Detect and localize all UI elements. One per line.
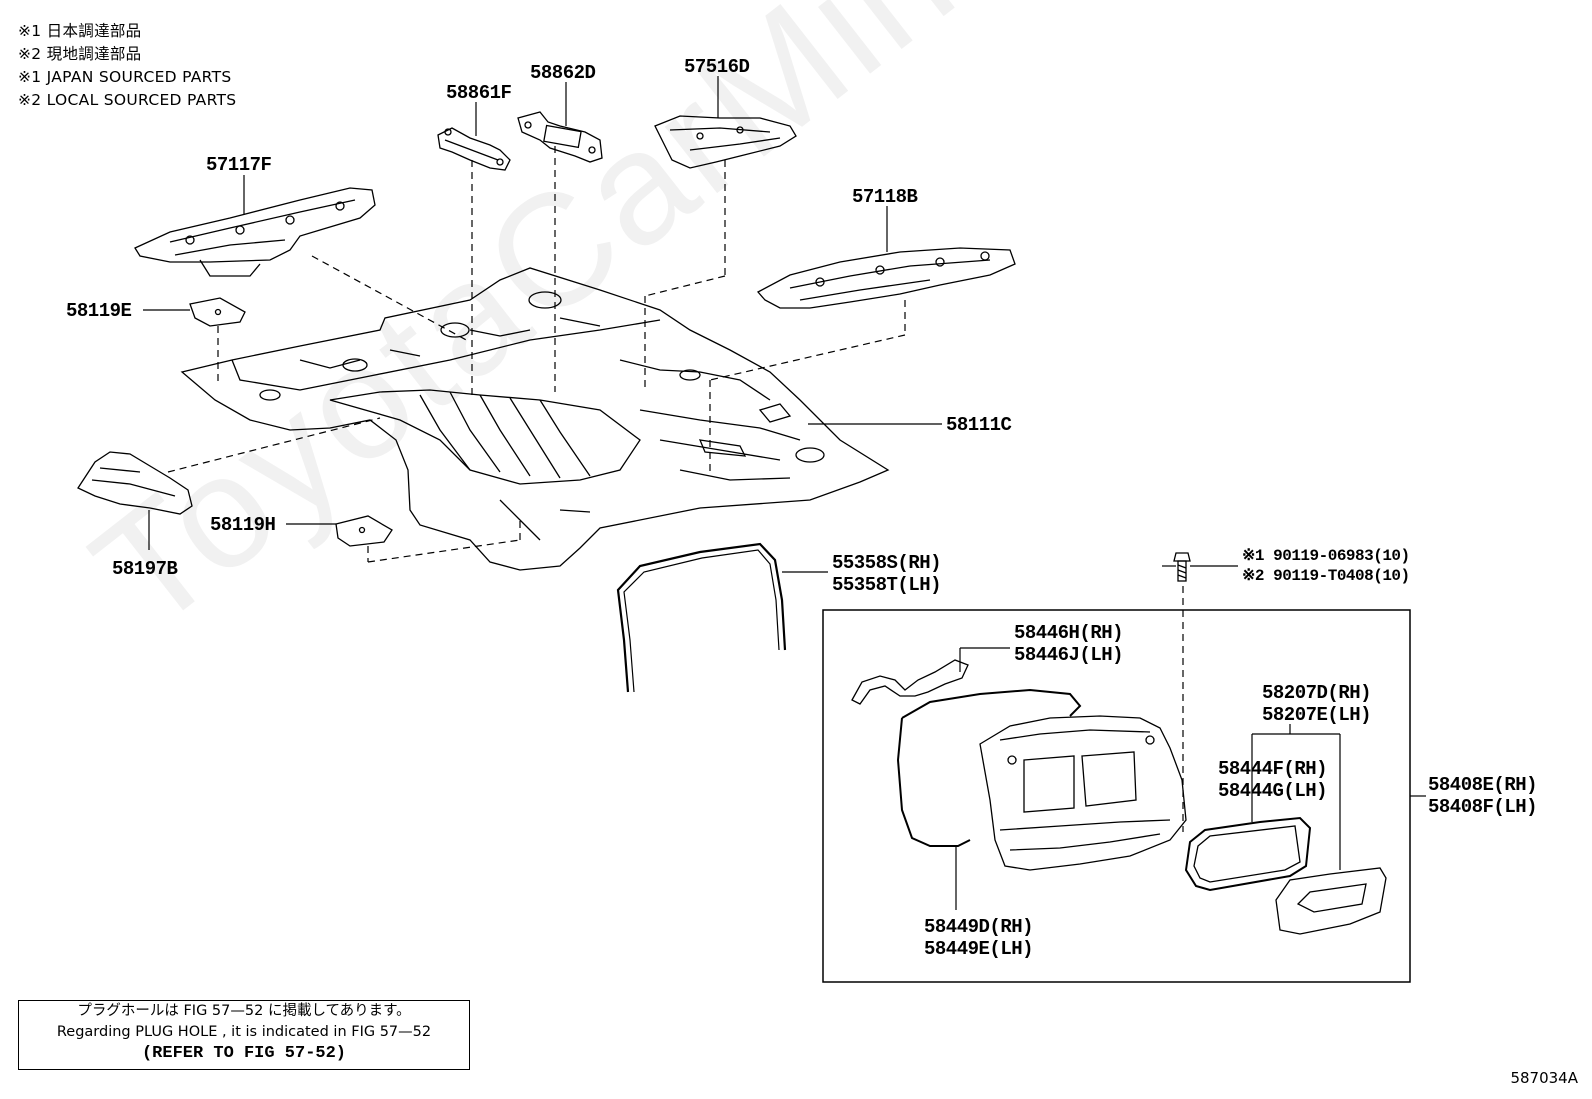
label-55358t: 55358T(LH): [832, 574, 941, 596]
leader-lines: [143, 76, 1426, 910]
note-japan-en: ※1 JAPAN SOURCED PARTS: [18, 68, 232, 86]
note-local-jp: ※2 現地調達部品: [18, 45, 142, 63]
note-local-en: ※2 LOCAL SOURCED PARTS: [18, 91, 237, 109]
sourcing-notes: ※1 日本調達部品 ※2 現地調達部品 ※1 JAPAN SOURCED PAR…: [18, 20, 236, 112]
member-57117f[interactable]: [134, 187, 376, 277]
floor-pan-58111c[interactable]: [180, 267, 890, 571]
reference-jp: プラグホールは FIG 57—52 に掲載してあります。: [77, 1003, 411, 1019]
label-58449e: 58449E(LH): [924, 938, 1033, 960]
note-japan-jp: ※1 日本調達部品: [18, 22, 142, 40]
member-57118b[interactable]: [756, 247, 1016, 309]
pocket-58207[interactable]: [1275, 867, 1387, 935]
reference-refer[interactable]: (REFER TO FIG 57-52): [141, 1044, 347, 1063]
label-58207e: 58207E(LH): [1262, 704, 1371, 726]
weatherstrip-55358[interactable]: [616, 542, 787, 693]
panel-58197b[interactable]: [77, 451, 193, 515]
label-58449d: 58449D(RH): [924, 916, 1033, 938]
figure-number: 587034A: [1510, 1069, 1578, 1087]
label-58861f: 58861F: [446, 82, 512, 104]
label-58119h: 58119H: [210, 514, 276, 536]
label-58444g: 58444G(LH): [1218, 780, 1327, 802]
seal-58449[interactable]: [896, 688, 1082, 847]
label-58444f: 58444F(RH): [1218, 758, 1327, 780]
reference-en: Regarding PLUG HOLE , it is indicated in…: [56, 1024, 432, 1040]
label-58446h: 58446H(RH): [1014, 622, 1123, 644]
label-58862d: 58862D: [530, 62, 596, 84]
part-labels: 57117F 58861F 58862D 57516D 57118B 58119…: [66, 56, 1538, 960]
label-58408e: 58408E(RH): [1428, 774, 1537, 796]
bracket-58862d[interactable]: [517, 111, 603, 163]
reference-note-box: プラグホールは FIG 57—52 に掲載してあります。 Regarding P…: [18, 1000, 470, 1070]
label-57118b: 57118B: [852, 186, 918, 208]
panel-57516d[interactable]: [654, 115, 797, 169]
trim-panel-58408[interactable]: [979, 715, 1187, 871]
label-58207d: 58207D(RH): [1262, 682, 1371, 704]
patch-58119e[interactable]: [189, 297, 246, 327]
patch-58119h[interactable]: [335, 515, 393, 547]
label-58408f: 58408F(LH): [1428, 796, 1537, 818]
label-58119e: 58119E: [66, 300, 132, 322]
assembly-dashed-lines: [167, 146, 1184, 832]
bolt-90119[interactable]: [1173, 552, 1191, 582]
label-57117f: 57117F: [206, 154, 272, 176]
label-57516d: 57516D: [684, 56, 750, 78]
bracket-58446[interactable]: [851, 659, 969, 705]
bracket-58861f[interactable]: [437, 127, 511, 171]
label-55358s: 55358S(RH): [832, 552, 941, 574]
label-58446j: 58446J(LH): [1014, 644, 1123, 666]
label-58111c: 58111C: [946, 414, 1012, 436]
label-58197b: 58197B: [112, 558, 178, 580]
label-bolt-local: ※2 90119-T0408(10): [1242, 567, 1410, 585]
seal-58444[interactable]: [1184, 816, 1312, 892]
label-bolt-japan: ※1 90119-06983(10): [1242, 547, 1410, 565]
